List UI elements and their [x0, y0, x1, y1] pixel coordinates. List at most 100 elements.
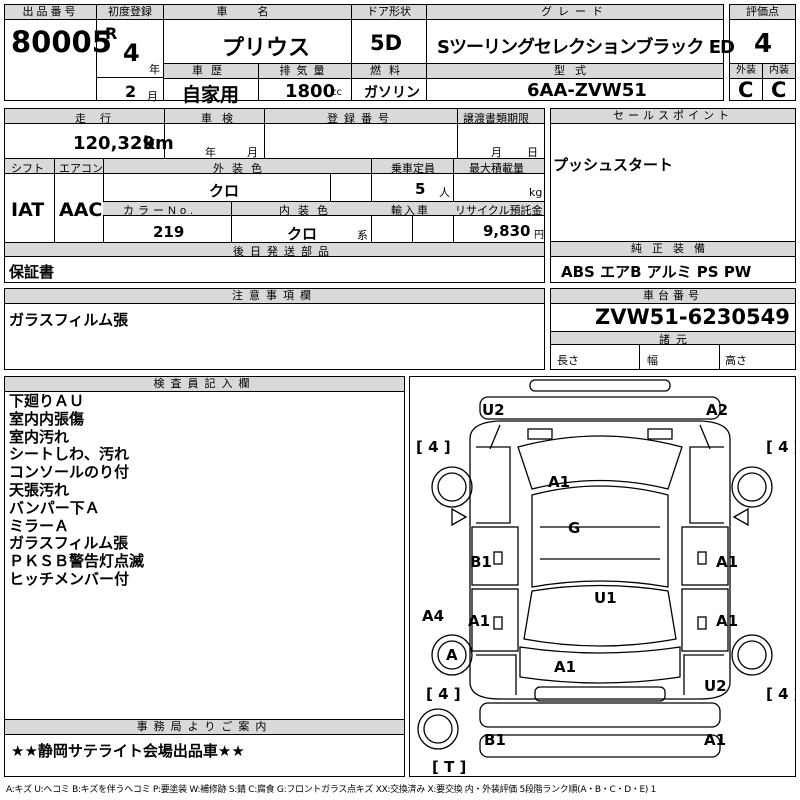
- inspector-line: コンソールのり付: [9, 463, 130, 482]
- door-label: ドア形状: [352, 5, 426, 20]
- interior-grade-label: 内装: [763, 64, 795, 79]
- fuel-box: 燃料 ガソリン: [351, 63, 427, 101]
- damage-mark: A2: [706, 401, 728, 419]
- inspector-line: ガラスフィルム張: [9, 534, 129, 553]
- caution-box: 注意事項欄 ガラスフィルム張: [4, 288, 545, 370]
- exterior-grade: C: [738, 78, 754, 102]
- damage-mark: [ 4 ]: [416, 438, 451, 456]
- later-parts: 保証書: [9, 263, 55, 281]
- damage-mark: A1: [468, 612, 490, 630]
- inspection-year-unit: 年: [205, 146, 216, 159]
- mileage: 120,329: [73, 133, 155, 154]
- lot-number: 80005: [11, 25, 112, 59]
- model-label: 型式: [427, 64, 723, 79]
- cc-unit: cc: [331, 87, 342, 98]
- damage-mark: A4: [422, 607, 444, 625]
- interior-grade: C: [771, 78, 787, 102]
- exterior-color: クロ: [209, 182, 240, 200]
- later-parts-label: 後日発送部品: [233, 246, 335, 258]
- transfer-label: 譲渡書類期限: [463, 113, 529, 125]
- car-name-box: 車名 プリウス: [163, 4, 352, 64]
- grade: Sツーリングセレクションブラック ED: [437, 37, 735, 58]
- chassis-number: ZVW51-6230549: [595, 305, 790, 329]
- registration-box: 初度登録 R 4 年 2 月: [96, 4, 164, 103]
- era: R: [105, 24, 118, 43]
- shift: IAT: [11, 199, 45, 221]
- color-no-label: カラーNo.: [123, 205, 198, 217]
- car-name: プリウス: [222, 36, 311, 61]
- history-box: 車歴 自家用: [163, 63, 259, 106]
- inspector-line: 室内汚れ: [9, 427, 70, 446]
- color-no: 219: [153, 223, 185, 241]
- damage-mark: G: [568, 519, 580, 537]
- score-box: 評価点 4: [729, 4, 796, 64]
- registration-label: 初度登録: [97, 5, 163, 20]
- chassis-box: 車台番号 ZVW51-6230549 諸元 長さ 幅 高さ: [550, 288, 796, 370]
- displacement-label: 排気量: [259, 64, 351, 79]
- lot-label: 出品番号: [5, 5, 96, 20]
- plate-label: 登録番号: [327, 113, 395, 125]
- registration-year: 4: [123, 39, 140, 67]
- inspector-line: 下廻りＡＵ: [9, 392, 85, 410]
- ac-label: エアコン: [59, 163, 103, 175]
- length-label: 長さ: [557, 354, 579, 367]
- sales-label: セールスポイント: [551, 109, 795, 124]
- transfer-day-unit: 日: [527, 146, 538, 159]
- kg-unit: kg: [529, 186, 543, 199]
- color-label: 外装色: [213, 163, 270, 175]
- sales-box: セールスポイント プッシュスタート: [550, 108, 796, 242]
- damage-mark: A1: [704, 731, 726, 749]
- damage-mark: A: [446, 646, 458, 664]
- load-label: 最大積載量: [469, 163, 524, 175]
- equipment-label: 純正装備: [551, 242, 795, 257]
- inspector-line: 室内内張傷: [9, 409, 85, 428]
- interior-color: クロ: [287, 225, 318, 243]
- damage-mark: U2: [482, 401, 505, 419]
- model-box: 型式 6AA-ZVW51: [426, 63, 724, 101]
- ac: AAC: [59, 199, 103, 221]
- door-type: 5D: [370, 31, 403, 55]
- fuel-label: 燃料: [352, 64, 426, 79]
- office-text: ★★静岡サテライト会場出品車★★: [11, 742, 245, 760]
- capacity-label: 乗車定員: [391, 163, 435, 175]
- damage-mark: U2: [704, 677, 727, 695]
- year-unit: 年: [149, 63, 160, 76]
- caution-text: ガラスフィルム張: [9, 311, 129, 329]
- recycle-fee: 9,830: [483, 222, 531, 240]
- km-unit: km: [143, 133, 174, 154]
- exterior-grade-label: 外装: [730, 64, 762, 79]
- dims-label: 諸元: [659, 334, 693, 346]
- exterior-grade-box: 外装 C: [729, 63, 763, 102]
- capacity: 5: [415, 180, 426, 198]
- inspector-line: ヒッチメンバー付: [9, 569, 130, 588]
- width-label: 幅: [647, 354, 658, 367]
- grade-label: グレード: [427, 5, 723, 20]
- registration-month: 2: [125, 82, 137, 101]
- inspector-line: ミラーＡ: [9, 516, 70, 535]
- fuel: ガソリン: [364, 85, 420, 101]
- recycle-label: リサイクル預託金: [455, 205, 543, 217]
- inspector-line: シートしわ、汚れ: [9, 445, 130, 464]
- grade-box: グレード Sツーリングセレクションブラック ED: [426, 4, 735, 64]
- damage-mark: [ 4 ]: [426, 685, 461, 703]
- caution-label: 注意事項欄: [5, 289, 544, 304]
- inspector-line: 天張汚れ: [9, 480, 70, 499]
- office-label: 事務局よりご案内: [5, 720, 404, 735]
- inspection-month-unit: 月: [247, 146, 258, 159]
- interior-grade-box: 内装 C: [762, 63, 796, 102]
- sales-point: プッシュスタート: [553, 156, 674, 174]
- inspector-line: バンパー下Ａ: [9, 498, 100, 517]
- info-block: 走行 車検 登録番号 譲渡書類期限 120,329 km 年 月 月 日 シフト…: [4, 108, 545, 283]
- damage-mark: A1: [554, 658, 576, 676]
- mileage-label: 走行: [75, 113, 125, 125]
- lot-box: 出品番号 80005: [4, 4, 112, 101]
- inspector-label: 検査員記入欄: [5, 377, 404, 392]
- interior-color-label: 内装色: [279, 205, 336, 217]
- score-label: 評価点: [730, 5, 795, 20]
- damage-mark: A1: [716, 612, 738, 630]
- capacity-unit: 人: [439, 186, 450, 199]
- model: 6AA-ZVW51: [527, 80, 647, 101]
